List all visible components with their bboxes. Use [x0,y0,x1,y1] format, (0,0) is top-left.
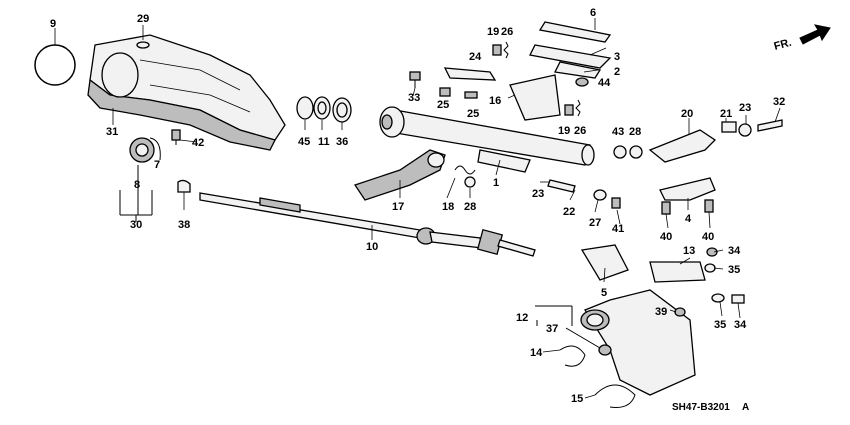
label-35a: 35 [728,264,740,276]
label-23a: 23 [739,102,751,114]
label-21: 21 [720,108,732,120]
label-42: 42 [192,137,204,149]
spring-18 [454,165,476,175]
diagram-code-text: SH47-B3201 [672,402,730,413]
plate-6 [538,21,612,43]
label-13: 13 [683,245,695,257]
label-5: 5 [601,287,607,299]
boot-5 [580,244,629,281]
label-37: 37 [546,323,558,335]
label-24: 24 [469,51,482,63]
label-28a: 28 [464,201,476,213]
label-32: 32 [773,96,785,108]
label-9: 9 [50,18,56,30]
label-31: 31 [106,126,118,138]
label-29: 29 [137,13,149,25]
label-26b: 26 [574,125,586,137]
bolt-33 [409,71,421,88]
ring-set [296,96,352,123]
column-body-1 [379,106,595,173]
label-16: 16 [489,95,501,107]
clamp-38 [177,179,191,193]
leader-lines [54,18,781,399]
label-2: 2 [614,66,620,78]
direction-label: FR. [773,37,793,53]
label-41: 41 [612,223,624,235]
label-43: 43 [612,126,624,138]
label-28b: 23 [532,188,544,200]
label-34a: 34 [728,245,741,257]
plate-3 [529,44,612,69]
label-19a: 19 [487,26,499,38]
diagram-code-suffix: A [742,402,749,413]
washer-28 [464,176,476,188]
label-40a: 40 [660,231,672,243]
label-11: 11 [318,136,330,148]
label-40b: 40 [702,231,714,243]
label-44: 44 [598,77,611,89]
bracket-4 [659,177,716,201]
bearing-collar-8 [129,137,161,163]
label-4: 4 [685,213,692,225]
label-25b: 25 [467,108,479,120]
clamp-15 [594,384,636,408]
label-34b: 34 [734,319,747,331]
pivot-2 [554,61,602,79]
label-25a: 25 [437,99,449,111]
label-33: 33 [408,92,420,104]
label-19b: 19 [558,125,570,137]
label-38: 38 [178,219,190,231]
snap-ring-9 [34,44,76,86]
label-17: 17 [392,201,404,213]
label-30: 30 [130,219,142,231]
label-14: 14 [530,347,543,359]
label-10: 10 [366,241,378,253]
label-3: 3 [614,51,620,63]
front-direction-arrow: FR. [773,24,831,53]
label-39: 39 [655,306,667,318]
label-1: 1 [493,177,499,189]
label-27: 27 [589,217,601,229]
clip-24 [443,67,497,81]
label-26a: 26 [501,26,513,38]
joint-13 [649,261,706,283]
diagram-code: SH47-B3201 A [672,402,749,413]
label-45: 45 [298,136,310,148]
label-7: 7 [154,159,160,171]
bracket-20 [648,129,717,163]
label-22: 22 [563,206,575,218]
label-8: 8 [134,179,140,191]
label-20: 20 [681,108,693,120]
part-number-labels: 9 29 31 42 7 8 30 38 45 11 36 10 17 18 2… [50,7,785,405]
label-15: 15 [571,393,583,405]
label-36: 36 [336,136,348,148]
label-23b: 28 [629,126,641,138]
label-18: 18 [442,201,454,213]
bracket-16 [509,74,561,121]
steering-shaft-10 [199,192,536,257]
label-35b: 35 [714,319,726,331]
label-6: 6 [590,7,596,19]
lower-housing-12 [580,289,696,396]
label-12: 12 [516,312,528,324]
screw-42 [171,129,181,145]
clamp-14 [559,345,586,367]
column-cover-parts [87,34,286,151]
